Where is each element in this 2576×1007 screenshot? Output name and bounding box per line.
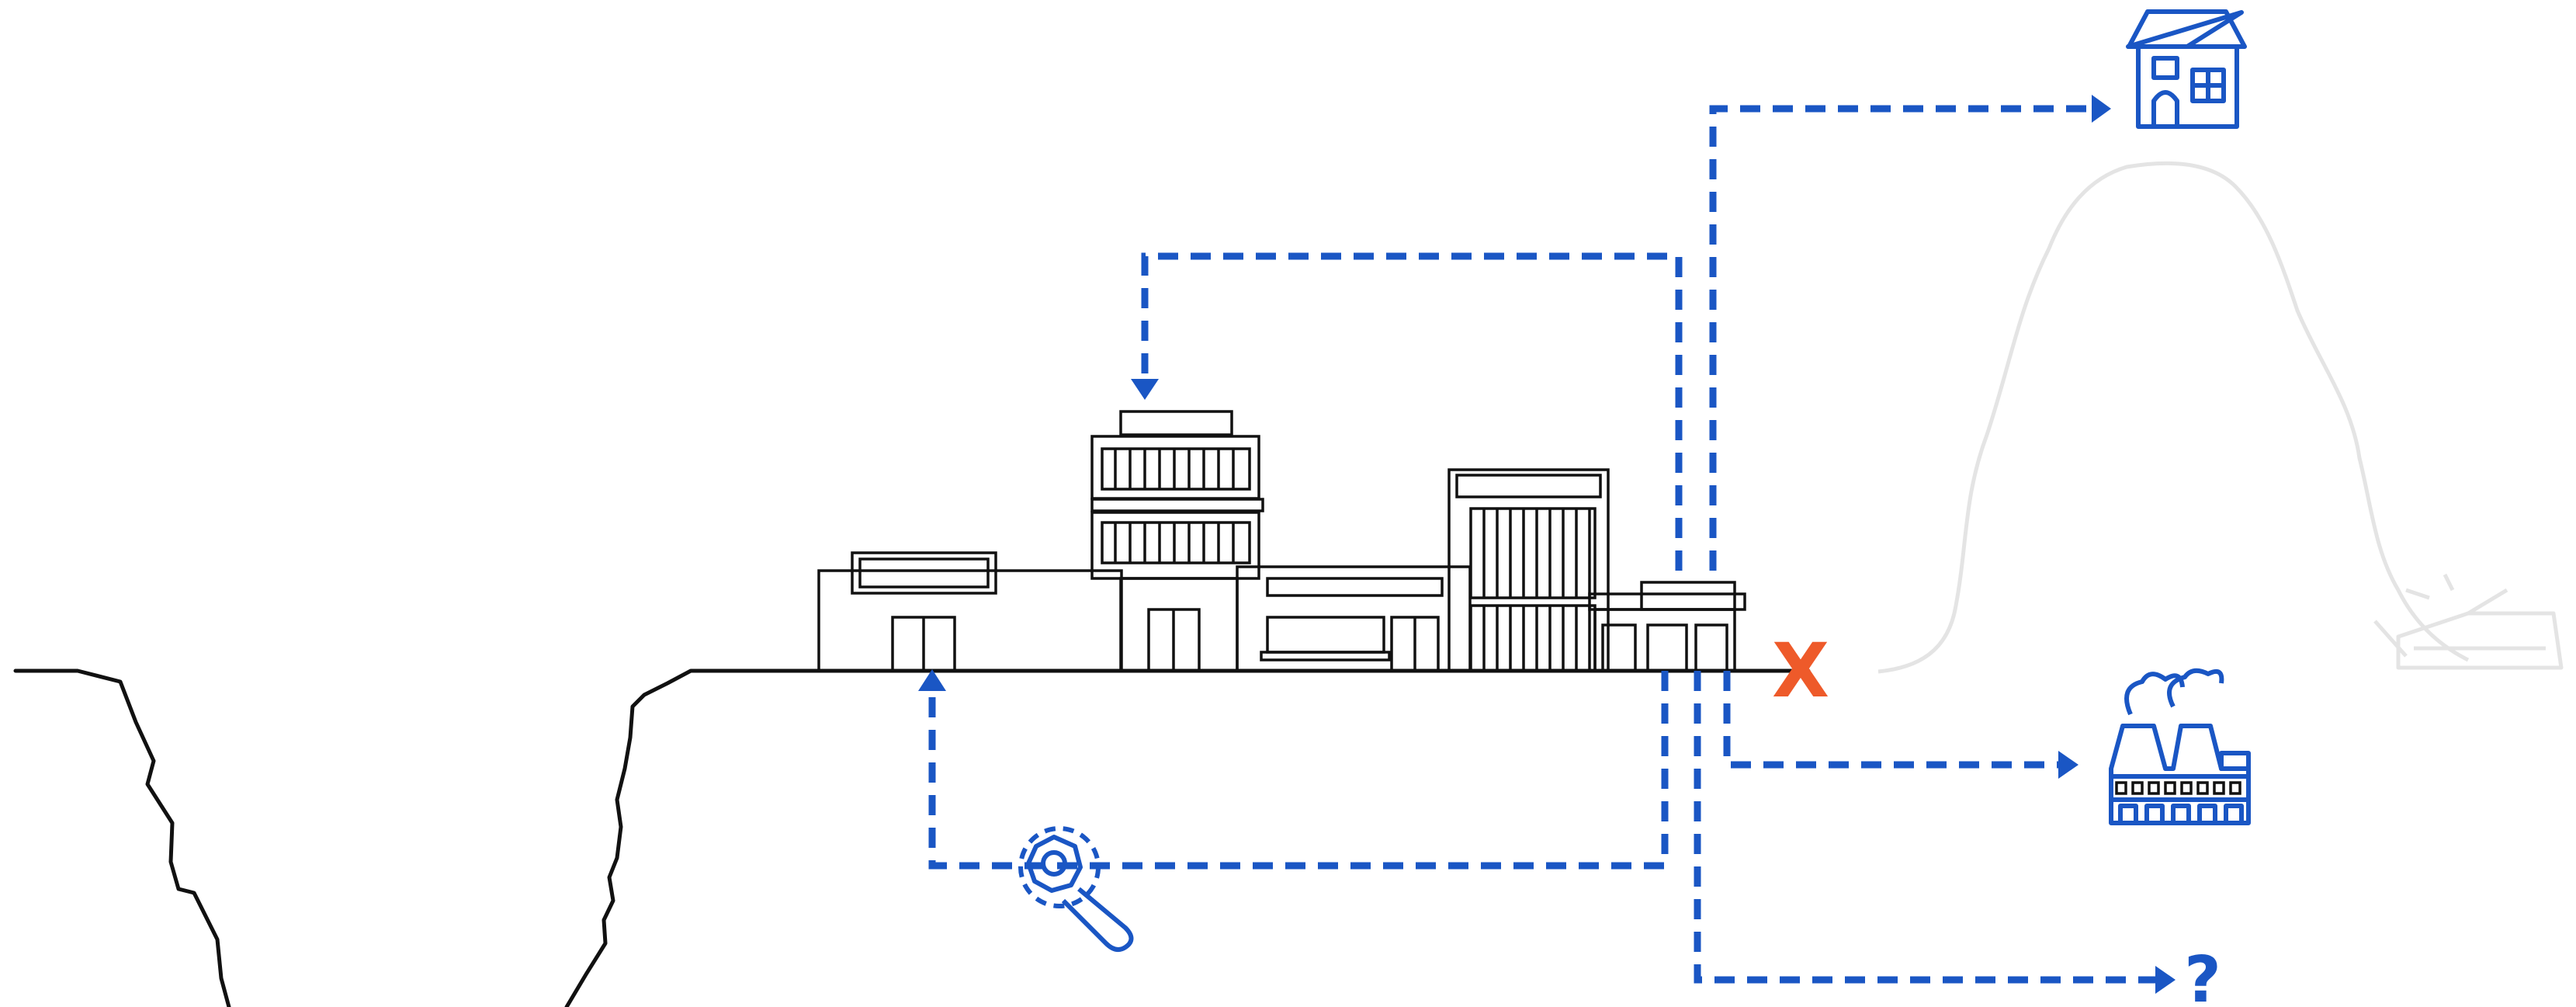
flow-to-house	[1709, 95, 2111, 571]
factory-door	[2144, 804, 2165, 825]
window	[2131, 781, 2144, 795]
flow-to-unknown	[1694, 671, 2176, 994]
window	[2213, 781, 2225, 795]
window	[2196, 781, 2209, 795]
arrowhead-house	[2092, 95, 2111, 123]
arrowhead-factory	[2058, 751, 2078, 779]
window	[2180, 781, 2193, 795]
factory-icon	[2109, 668, 2251, 825]
factory-door	[2224, 804, 2244, 825]
factory-door	[2171, 804, 2191, 825]
flow-reuse-loop	[1131, 252, 1683, 571]
factory-door	[2118, 804, 2138, 825]
flow-to-factory	[1723, 671, 2078, 779]
window	[2164, 781, 2176, 795]
house-icon	[2126, 9, 2247, 129]
window	[2148, 781, 2160, 795]
window	[2115, 781, 2127, 795]
building-office-tower	[1090, 410, 1264, 672]
building-store	[1236, 565, 1472, 672]
blocked-marker: X	[1772, 627, 1829, 714]
arrowhead-unknown	[2155, 966, 2176, 994]
window	[1101, 447, 1251, 491]
window	[2229, 781, 2241, 795]
window	[1469, 507, 1597, 599]
ground-terrain	[13, 668, 1811, 1007]
building-small-shop	[1588, 581, 1746, 672]
arrowhead-repair	[918, 669, 946, 691]
unknown-destination-label: ?	[2184, 943, 2221, 1007]
window	[1101, 521, 1251, 564]
wrench-gear-icon	[1018, 826, 1134, 953]
factory-door	[2197, 804, 2217, 825]
landfill-mound-icon	[1877, 161, 2470, 674]
excavator-icon	[2373, 573, 2564, 670]
arrowhead-reuse	[1131, 379, 1159, 400]
building-tall-glass	[1447, 468, 1610, 672]
building-warehouse	[817, 551, 1123, 672]
flow-repair-loop	[918, 669, 1669, 870]
